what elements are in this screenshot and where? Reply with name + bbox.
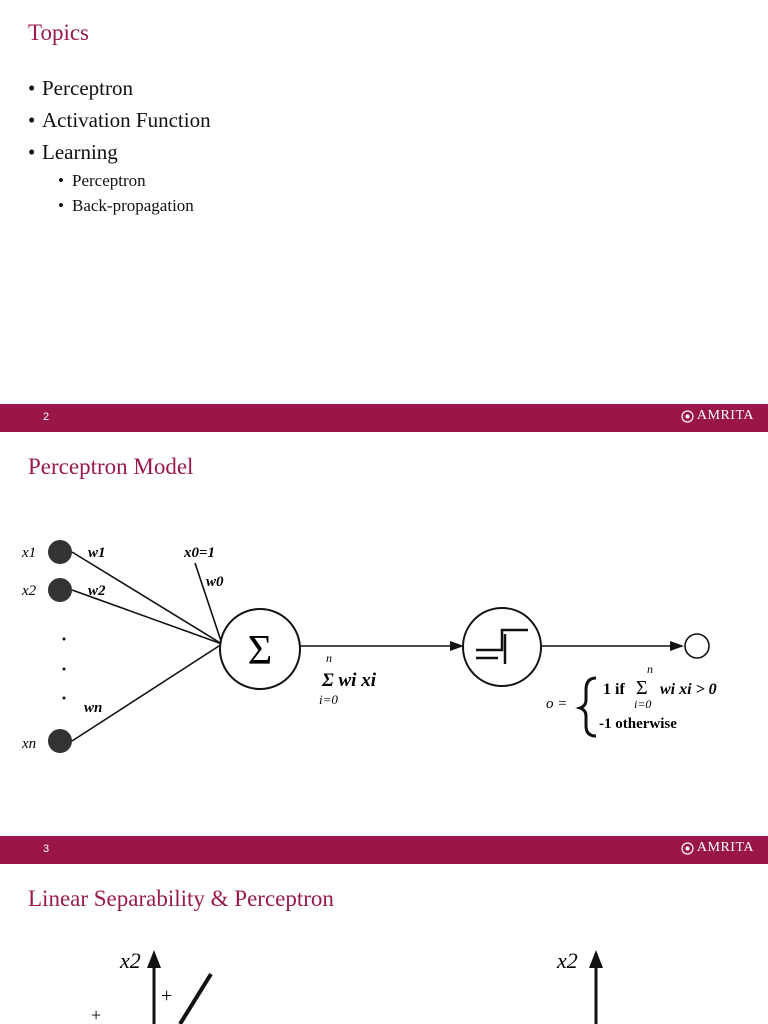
axis-arrowhead — [589, 950, 603, 968]
step-function-icon — [476, 628, 528, 664]
output-case-lower: i=0 — [634, 697, 651, 711]
bullet-item: •Learning •Perceptron •Back-propagation — [28, 136, 211, 218]
edge-w2 — [71, 589, 223, 645]
input-label-xn: xn — [21, 736, 36, 752]
axis-label-right: x2 — [556, 948, 578, 973]
bias-weight-label: w0 — [206, 574, 224, 590]
edge-wn — [71, 643, 223, 742]
curly-brace — [575, 676, 597, 738]
plus-mark: + — [161, 985, 172, 1007]
emblem-icon — [681, 409, 694, 423]
bullet-item: •Perceptron — [28, 76, 133, 100]
sum-symbol: Σ — [248, 628, 272, 674]
slide-title: Topics — [28, 20, 89, 45]
sum-formula: Σ wi xi — [321, 670, 377, 691]
input-node-n — [48, 729, 72, 753]
ellipsis-dot — [62, 637, 66, 641]
perceptron-diagram: Σ x1 x2 xn w1 w2 wn x0=1 w0 n Σ wi xi i=… — [21, 540, 717, 753]
edge-w1 — [71, 551, 223, 645]
amrita-logo: AMRITA — [681, 840, 754, 856]
ellipsis-dot — [62, 696, 66, 700]
bullet-item: •Activation Function — [28, 108, 211, 132]
input-node-1 — [48, 540, 72, 564]
slide-topics: Topics •Perceptron •Activation Function … — [0, 0, 768, 404]
sub-bullet-item: •Back-propagation — [58, 196, 194, 215]
input-node-2 — [48, 578, 72, 602]
slide-footer: 3 AMRITA — [0, 836, 768, 864]
axis-label-left: x2 — [119, 948, 141, 973]
slide-perceptron-model: Perceptron Model Σ x1 x2 xn w1 w2 wn — [0, 432, 768, 836]
ellipsis-dot — [62, 667, 66, 671]
arrowhead — [670, 641, 684, 651]
sub-bullet-list: •Perceptron •Back-propagation — [28, 168, 211, 218]
output-case-negative: -1 otherwise — [599, 716, 677, 732]
weight-label-w1: w1 — [88, 545, 106, 561]
bias-input-label: x0=1 — [183, 545, 215, 561]
output-case-sigma: Σ — [636, 677, 648, 699]
output-lhs: o = — [546, 696, 567, 712]
weight-label-w2: w2 — [88, 583, 106, 599]
plus-mark: + — [91, 1005, 101, 1024]
emblem-icon — [681, 841, 694, 855]
page-number: 2 — [43, 411, 50, 423]
weight-label-wn: wn — [84, 700, 102, 716]
sum-upper-limit: n — [326, 651, 332, 665]
output-node — [684, 633, 710, 659]
output-case-positive: 1 if — [603, 681, 625, 698]
input-label-x2: x2 — [21, 583, 37, 599]
edge-w0 — [194, 562, 223, 645]
input-label-x1: x1 — [21, 545, 36, 561]
separating-line — [178, 972, 213, 1024]
summation-node — [219, 608, 301, 690]
amrita-logo: AMRITA — [681, 408, 754, 424]
output-case-upper: n — [647, 662, 653, 676]
sum-lower-limit: i=0 — [319, 692, 338, 707]
arrowhead — [450, 641, 464, 651]
bullet-list: •Perceptron •Activation Function •Learni… — [28, 72, 211, 218]
output-case-tail: wi xi > 0 — [660, 681, 717, 698]
slide-title: Linear Separability & Perceptron — [28, 886, 334, 911]
axis-arrowhead — [147, 950, 161, 968]
sub-bullet-item: •Perceptron — [58, 171, 146, 190]
separability-plots: x2 + + x2 — [91, 948, 603, 1024]
page-number: 3 — [43, 843, 50, 855]
slide-footer: 2 AMRITA — [0, 404, 768, 432]
slide-title: Perceptron Model — [28, 454, 194, 479]
slide-linear-separability: Linear Separability & Perceptron x2 + + … — [0, 864, 768, 1024]
